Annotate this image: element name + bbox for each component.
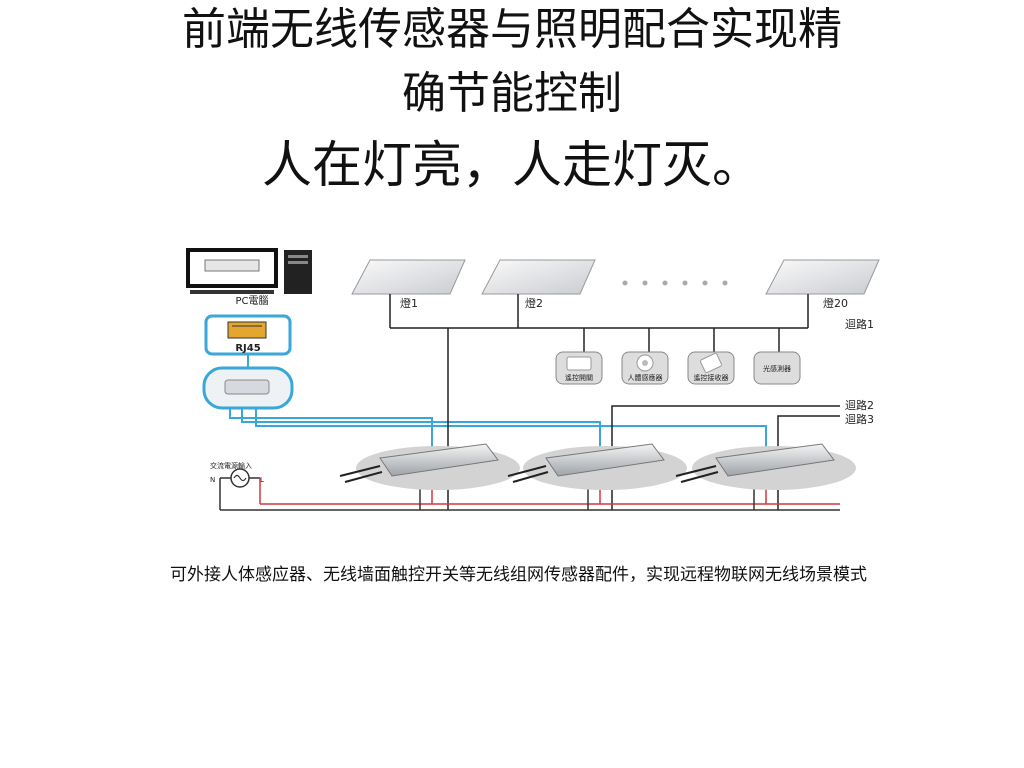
led-driver-1: [339, 443, 520, 490]
slide-caption: 可外接人体感应器、无线墙面触控开关等无线组网传感器配件，实现远程物联网无线场景模…: [170, 565, 867, 585]
pc-label: PC電腦: [235, 294, 268, 307]
light-panel-1-icon: [351, 259, 466, 295]
led-driver-2: [507, 443, 687, 490]
slide-title-line-3: 人在灯亮，人走灯灭。: [262, 136, 762, 194]
sensor-remote-switch: 遙控開關: [555, 351, 603, 385]
svg-text:光感測器: 光感測器: [763, 364, 791, 373]
svg-text:遙控接收器: 遙控接收器: [694, 373, 729, 382]
network-switch-icon: [202, 366, 294, 410]
lighting-control-diagram: PC電腦 RJ45 燈1 燈2 燈20: [186, 248, 880, 511]
network-cables: [229, 354, 767, 448]
rj45-label: RJ45: [235, 343, 260, 354]
light-panel-20-icon: [765, 259, 880, 295]
sensor-light-sensor: 光感測器: [753, 351, 801, 385]
circuit-1-label: 迴路1: [845, 317, 874, 331]
sensor-motion-detector: 人體感應器: [621, 351, 669, 385]
ac-source-icon: [220, 468, 260, 488]
line-label: L: [260, 476, 264, 484]
ellipsis-dots: [622, 280, 728, 286]
svg-text:人體感應器: 人體感應器: [628, 373, 663, 382]
slide-title-line-2: 确节能控制: [402, 68, 622, 119]
lamp-20-label: 燈20: [823, 296, 848, 310]
svg-text:遙控開關: 遙控開關: [565, 373, 593, 382]
pc-computer-icon: [186, 248, 312, 294]
led-driver-3: [675, 443, 856, 490]
sensor-remote-receiver: 遙控接收器: [687, 351, 735, 385]
circuit-2-label: 迴路2: [845, 398, 874, 412]
circuit-3-label: 迴路3: [845, 412, 874, 426]
ac-power-input-label: 交流電源輸入: [210, 461, 252, 470]
neutral-label: N: [210, 476, 215, 484]
light-panel-2-icon: [481, 259, 596, 295]
lamp-2-label: 燈2: [525, 296, 543, 310]
lamp-1-label: 燈1: [400, 296, 418, 310]
slide-title-line-1: 前端无线传感器与照明配合实现精: [182, 4, 842, 55]
